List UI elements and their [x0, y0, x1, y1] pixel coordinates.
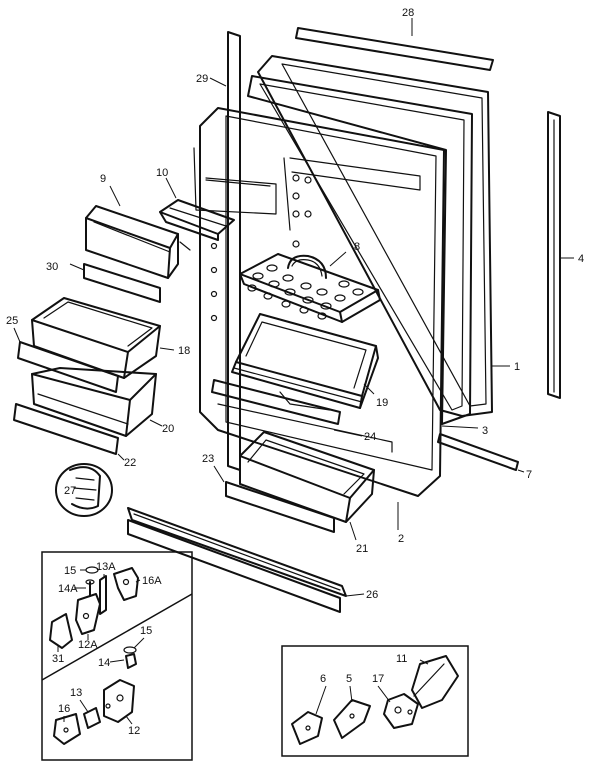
callout-3: 3: [482, 425, 488, 437]
callout-12: 12: [128, 725, 140, 737]
callout-21: 21: [356, 543, 368, 555]
callout-9: 9: [100, 173, 106, 185]
callout-17: 17: [372, 673, 384, 685]
part-29-hinge-trim: [209, 31, 241, 471]
callout-1: 1: [514, 361, 520, 373]
callout-20: 20: [162, 423, 174, 435]
part-9-dairy-compartment: [85, 185, 191, 279]
part-26-door-handle: [127, 507, 365, 613]
part-10-upper-bin: [159, 177, 235, 241]
callout-16a: 16A: [142, 575, 162, 587]
callout-4: 4: [578, 253, 584, 265]
part-24-retainer-bar: [211, 379, 363, 437]
callout-28: 28: [402, 7, 414, 19]
callout-2: 2: [398, 533, 404, 545]
callout-5: 5: [346, 673, 352, 685]
callout-15b: 15: [140, 625, 152, 637]
part-8-egg-tray: [239, 251, 381, 323]
part-4-side-trim: [547, 111, 574, 399]
part-7-bottom-trim: [437, 433, 525, 473]
callout-12a: 12A: [78, 639, 98, 651]
part-22-shelf-front-strip: [13, 403, 125, 461]
callout-10: 10: [156, 167, 168, 179]
part-18-left-upper-shelf: [31, 297, 175, 379]
callout-11: 11: [396, 653, 407, 665]
callout-30: 30: [46, 261, 58, 273]
hardware-parts-box: [281, 645, 469, 757]
part-3-door-gasket: [247, 75, 479, 429]
callout-26: 26: [366, 589, 378, 601]
callout-25: 25: [6, 315, 18, 327]
part-20-left-lower-shelf: [31, 367, 163, 437]
callout-15a: 15: [64, 565, 76, 577]
part-19-door-shelf: [231, 313, 379, 409]
callout-16: 16: [58, 703, 70, 715]
callout-24: 24: [364, 431, 376, 443]
callout-6: 6: [320, 673, 326, 685]
callout-22: 22: [124, 457, 136, 469]
callout-18: 18: [178, 345, 190, 357]
part-27-handle-cap: [55, 463, 113, 517]
part-25-left-shelf-front: [13, 327, 119, 393]
callout-7: 7: [526, 469, 532, 481]
callout-27: 27: [64, 485, 76, 497]
box-leaders: [57, 574, 391, 725]
callout-labels: 28 29 4 1 3 7 2 8 9 10 30 25 18 19 20 24…: [6, 7, 584, 737]
part-30-dairy-front: [69, 263, 161, 303]
part-23-lower-shelf-front: [213, 465, 335, 533]
part-28-top-trim: [295, 18, 494, 71]
callout-8: 8: [354, 241, 360, 253]
part-2-inner-door-liner: [193, 107, 445, 530]
part-21-lower-door-shelf: [239, 431, 375, 541]
callout-29: 29: [196, 73, 208, 85]
hinge-parts-box: [41, 551, 193, 761]
callout-31: 31: [52, 653, 64, 665]
callout-13a: 13A: [96, 561, 116, 573]
callout-19: 19: [376, 397, 388, 409]
callout-13: 13: [70, 687, 82, 699]
callout-14a: 14A: [58, 583, 78, 595]
callout-14b: 14: [98, 657, 110, 669]
callout-23: 23: [202, 453, 214, 465]
